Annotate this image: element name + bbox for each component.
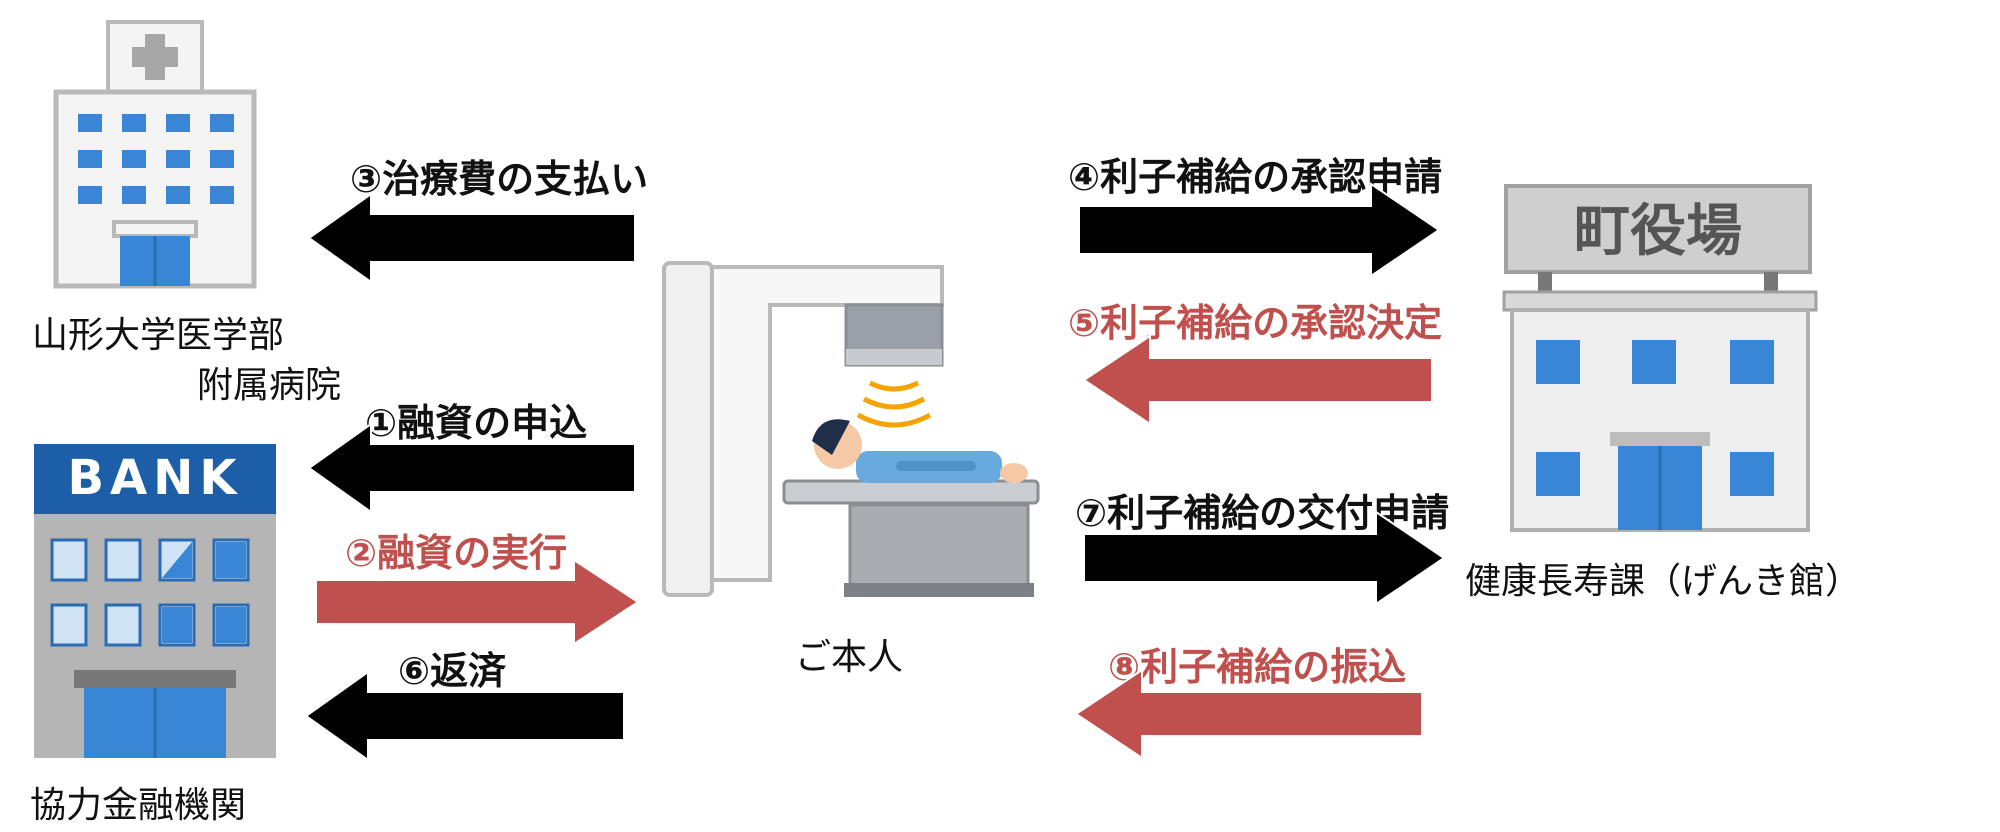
bank-label: 協力金融機関	[30, 785, 247, 826]
townhall-icon: 町役場	[1502, 184, 1818, 532]
step-5-label: ⑤利子補給の承認決定	[1068, 301, 1443, 345]
patient-label: ご本人	[795, 637, 904, 678]
step-8-label: ⑧利子補給の振込	[1108, 645, 1407, 689]
arrow-step-5	[1082, 334, 1433, 426]
arrow-step-8	[1074, 668, 1423, 760]
bank-sign-text: BANK	[67, 450, 242, 506]
arrow-step-6	[304, 670, 625, 762]
mri-machine-icon	[662, 261, 1040, 597]
arrow-step-3	[307, 192, 636, 284]
arrow-step-1	[307, 422, 636, 514]
arrow-step-4	[1078, 182, 1441, 278]
step-1-label: ①融資の申込	[365, 401, 588, 445]
hospital-label-line1: 山形大学医学部	[32, 315, 285, 356]
bank-icon: BANK	[34, 444, 276, 758]
arrow-step-7	[1083, 510, 1446, 606]
arrow-step-2	[315, 558, 640, 646]
townhall-label: 健康長寿課（げんき館）	[1465, 561, 1862, 602]
step-6-label: ⑥返済	[398, 649, 507, 693]
hospital-icon	[53, 20, 257, 289]
step-2-label: ②融資の実行	[345, 531, 568, 575]
step-3-label: ③治療費の支払い	[350, 157, 649, 201]
townhall-sign-text: 町役場	[1574, 199, 1742, 264]
hospital-label-line2: 附属病院	[197, 365, 342, 406]
